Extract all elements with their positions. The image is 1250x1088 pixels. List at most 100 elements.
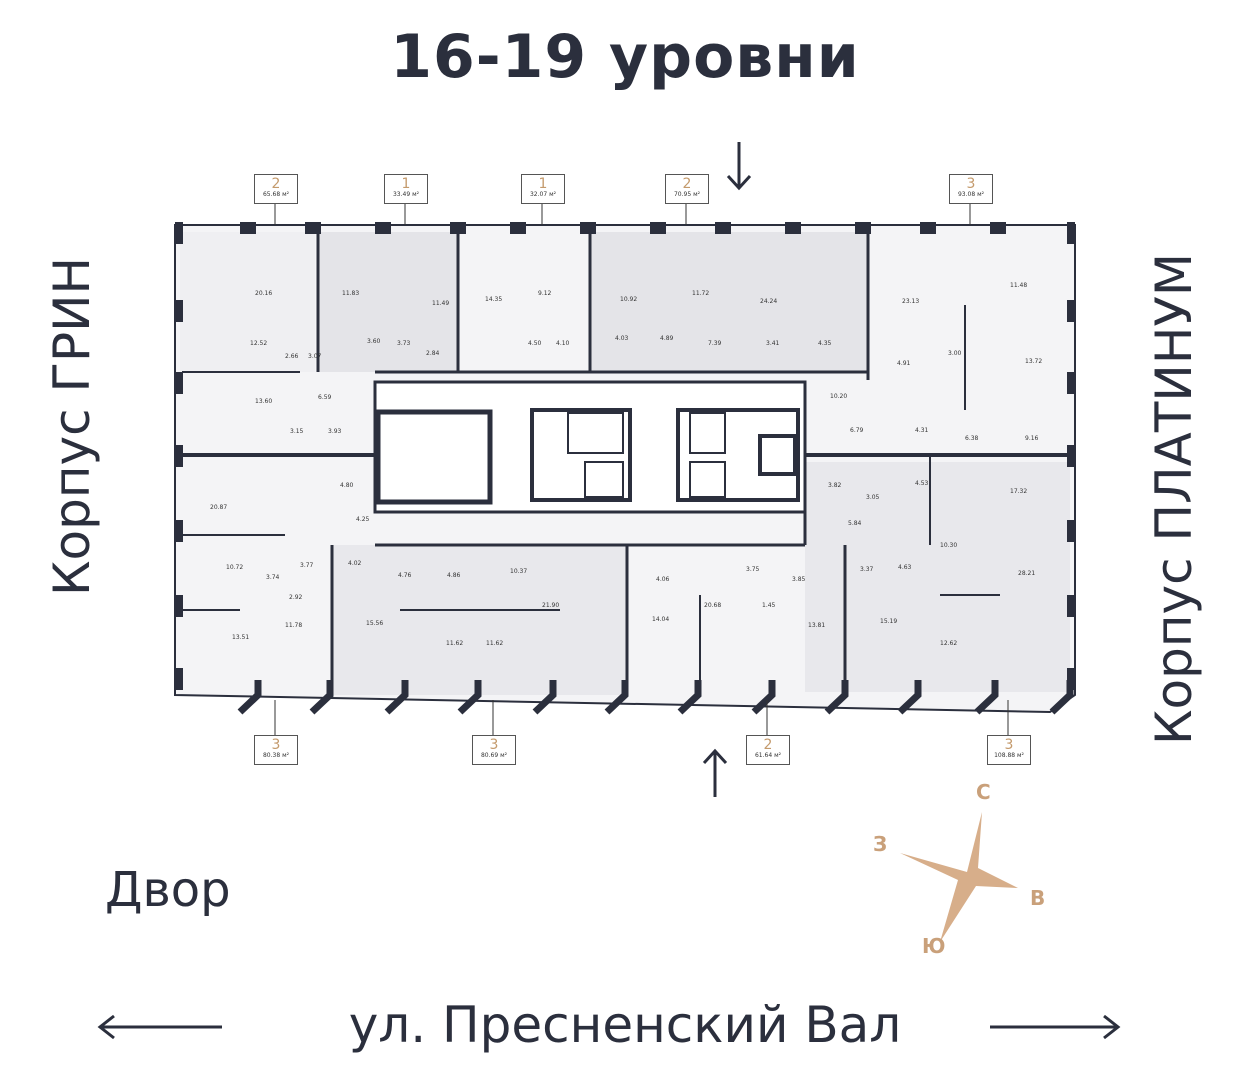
compass-star-icon [900, 812, 1018, 942]
room-area: 4.50 [528, 340, 542, 347]
room-area: 4.10 [556, 340, 570, 347]
unit-area: 61.64 м² [754, 752, 781, 759]
unit-rooms: 3 [271, 737, 281, 753]
unit-tag-bottom-1[interactable]: 3 80.38 м² [254, 735, 298, 765]
room-area: 4.31 [915, 427, 929, 434]
bottom-facade [237, 680, 1074, 715]
street-arrow-right [990, 1014, 1121, 1040]
room-area: 21.90 [542, 602, 560, 609]
entrance-arrow-bottom [702, 748, 728, 797]
room-area: 11.72 [692, 290, 710, 297]
room-area: 3.00 [948, 350, 962, 357]
room-area: 4.91 [897, 360, 911, 367]
room-area: 11.78 [285, 622, 303, 629]
room-area: 7.39 [708, 340, 722, 347]
unit-rooms: 1 [401, 176, 411, 192]
room-area: 10.30 [940, 542, 958, 549]
room-area: 3.60 [367, 338, 381, 345]
room-area: 24.24 [760, 298, 778, 305]
compass-east: В [1030, 886, 1046, 910]
room-area: 11.49 [432, 300, 450, 307]
room-area: 20.68 [704, 602, 722, 609]
room-area: 3.07 [308, 353, 322, 360]
room-area: 3.37 [860, 566, 874, 573]
room-area: 4.63 [898, 564, 912, 571]
room-area: 9.12 [538, 290, 552, 297]
room-area: 3.93 [328, 428, 342, 435]
room-area: 23.13 [902, 298, 920, 305]
room-area: 4.03 [615, 335, 629, 342]
unit-rooms: 3 [1004, 737, 1014, 753]
room-area: 3.73 [397, 340, 411, 347]
room-area: 12.52 [250, 340, 268, 347]
room-area: 1.45 [762, 602, 776, 609]
unit-tag-bottom-3[interactable]: 2 61.64 м² [746, 735, 790, 765]
room-area: 4.76 [398, 572, 412, 579]
unit-tag-top-1[interactable]: 2 65.68 м² [254, 174, 298, 204]
room-area: 15.56 [366, 620, 384, 627]
room-area: 14.04 [652, 616, 670, 623]
entrance-arrow-top [726, 142, 752, 191]
room-area: 6.59 [318, 394, 332, 401]
compass-south: Ю [922, 934, 946, 958]
room-area: 4.35 [818, 340, 832, 347]
room-area: 4.89 [660, 335, 674, 342]
room-area: 3.05 [866, 494, 880, 501]
room-area: 10.20 [830, 393, 848, 400]
unit-tag-top-3[interactable]: 1 32.07 м² [521, 174, 565, 204]
unit-area: 93.08 м² [957, 191, 984, 198]
room-area: 28.21 [1018, 570, 1036, 577]
unit-area: 80.38 м² [262, 752, 289, 759]
core [373, 380, 807, 514]
unit-area: 108.88 м² [994, 752, 1024, 759]
room-area: 4.02 [348, 560, 362, 567]
unit-tag-top-4[interactable]: 2 70.95 м² [665, 174, 709, 204]
room-area: 3.41 [766, 340, 780, 347]
room-area: 10.72 [226, 564, 244, 571]
room-area: 2.66 [285, 353, 299, 360]
room-area: 4.80 [340, 482, 354, 489]
room-area: 5.84 [848, 520, 862, 527]
unit-tag-bottom-2[interactable]: 3 80.69 м² [472, 735, 516, 765]
room-area: 4.86 [447, 572, 461, 579]
room-area: 14.35 [485, 296, 503, 303]
unit-tag-bottom-4[interactable]: 3 108.88 м² [987, 735, 1031, 765]
room-area: 11.48 [1010, 282, 1028, 289]
room-area: 11.62 [486, 640, 504, 647]
room-area: 4.25 [356, 516, 370, 523]
room-area: 11.83 [342, 290, 360, 297]
unit-area: 33.49 м² [392, 191, 419, 198]
unit-rooms: 2 [682, 176, 692, 192]
unit-tag-top-5[interactable]: 3 93.08 м² [949, 174, 993, 204]
room-area: 6.38 [965, 435, 979, 442]
room-area: 13.81 [808, 622, 826, 629]
room-area: 2.92 [289, 594, 303, 601]
room-area: 3.15 [290, 428, 304, 435]
room-area: 3.82 [828, 482, 842, 489]
unit-rooms: 2 [271, 176, 281, 192]
room-area: 13.72 [1025, 358, 1043, 365]
room-area: 4.06 [656, 576, 670, 583]
unit-rooms: 3 [966, 176, 976, 192]
unit-area: 70.95 м² [673, 191, 700, 198]
tag-leaders [274, 202, 1009, 735]
room-area: 2.84 [426, 350, 440, 357]
room-area: 4.53 [915, 480, 929, 487]
room-area: 3.85 [792, 576, 806, 583]
room-area: 20.16 [255, 290, 273, 297]
unit-area: 65.68 м² [262, 191, 289, 198]
page-title: 16-19 уровни [390, 22, 860, 92]
room-area: 12.62 [940, 640, 958, 647]
street-row: ул. Пресненский Вал [0, 996, 1250, 1056]
unit-area: 32.07 м² [529, 191, 556, 198]
room-area: 13.51 [232, 634, 250, 641]
room-area: 6.79 [850, 427, 864, 434]
room-area: 10.37 [510, 568, 528, 575]
street-arrow-left [97, 1014, 222, 1040]
facade-columns [175, 222, 1075, 690]
room-area: 20.87 [210, 504, 228, 511]
room-area: 13.60 [255, 398, 273, 405]
unit-area: 80.69 м² [480, 752, 507, 759]
unit-tag-top-2[interactable]: 1 33.49 м² [384, 174, 428, 204]
